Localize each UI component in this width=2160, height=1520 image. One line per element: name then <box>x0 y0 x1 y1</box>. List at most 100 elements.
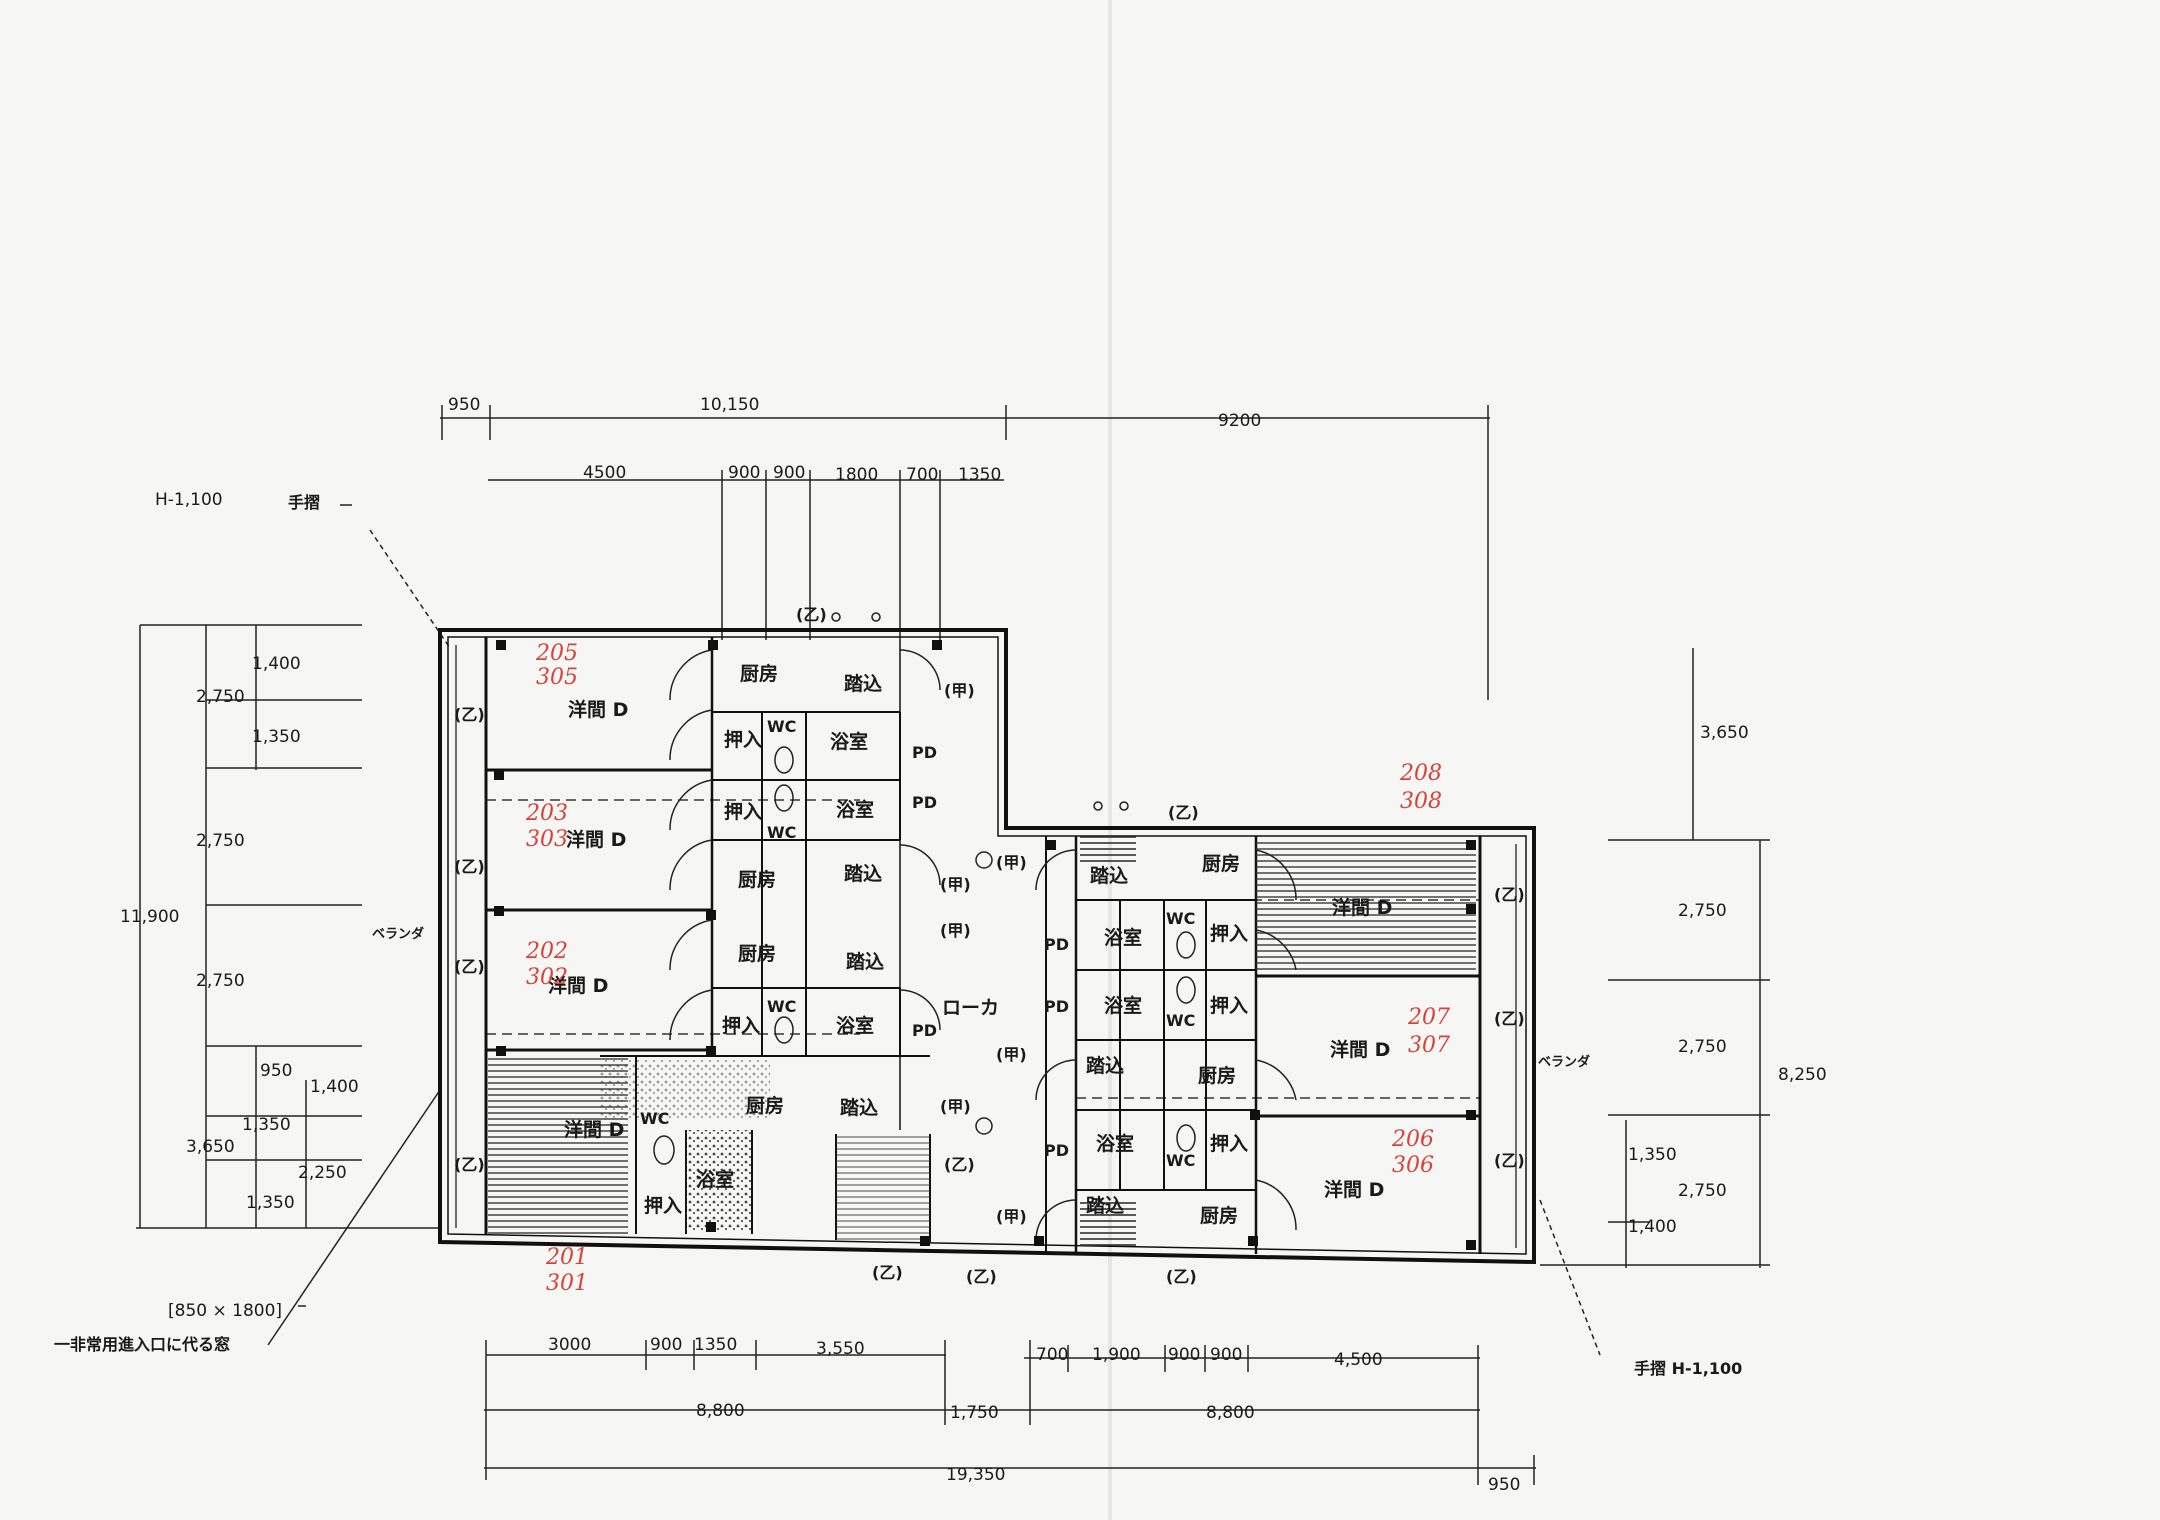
dim-bottom2-4: 4,500 <box>1334 1350 1383 1370</box>
room-number-203: 203 <box>525 801 568 826</box>
dim-right-3: 8,250 <box>1778 1065 1827 1085</box>
dim-bottom2-2: 900 <box>1168 1345 1200 1365</box>
dim-top-inner-2: 900 <box>773 463 805 483</box>
door-b-l4: (乙) <box>454 1155 485 1174</box>
dim-bottom2-0: 700 <box>1036 1345 1068 1365</box>
dim-right-4: 1,350 <box>1628 1145 1677 1165</box>
emergency-window-note: 一非常用進入口に代る窓 <box>54 1335 230 1354</box>
dim-top-1: 10,150 <box>700 395 759 415</box>
room-closet-201: 押入 <box>644 1194 682 1217</box>
door-b-top: (乙) <box>796 605 827 624</box>
dim-bottom1-0: 3000 <box>548 1335 591 1355</box>
door-b-l3: (乙) <box>454 957 485 976</box>
annotation-labels: H-1,100 手摺 手摺 H-1,100 [850 × 1800] 一非常用進… <box>54 490 1742 1378</box>
dim-bottom3-1: 1,750 <box>950 1403 999 1423</box>
dim-top-inner-5: 1350 <box>958 465 1001 485</box>
dim-left-8: 1,350 <box>242 1115 291 1135</box>
veranda-label-right: ベランダ <box>1538 1054 1590 1070</box>
room-wc-208: WC <box>1166 909 1195 928</box>
dim-left-7: 1,400 <box>310 1077 359 1097</box>
dim-bottom4-0: 19,350 <box>946 1465 1005 1485</box>
door-b-l1: (乙) <box>454 705 485 724</box>
dim-left-5: 2,750 <box>196 971 245 991</box>
room-wc-207: WC <box>1166 1011 1195 1030</box>
room-kitchen-205: 厨房 <box>740 662 778 685</box>
dim-left-10: 2,250 <box>298 1163 347 1183</box>
room-kitchen-208: 厨房 <box>1202 852 1240 875</box>
dim-left-11: 1,350 <box>246 1193 295 1213</box>
dim-left-9: 3,650 <box>186 1137 235 1157</box>
room-closet-207: 押入 <box>1210 994 1248 1017</box>
dim-right-1: 2,750 <box>1678 901 1727 921</box>
room-closet-202: 押入 <box>722 1014 760 1037</box>
door-a-6: (甲) <box>940 1097 971 1116</box>
door-a-4: (甲) <box>996 853 1027 872</box>
room-western-207: 洋間 D <box>1330 1038 1390 1061</box>
room-western-202: 洋間 D <box>548 974 608 997</box>
dim-right-6: 1,400 <box>1628 1217 1677 1237</box>
room-number-306: 306 <box>1392 1153 1434 1178</box>
door-b-8: (乙) <box>1168 803 1199 822</box>
room-western-206: 洋間 D <box>1324 1178 1384 1201</box>
room-number-205: 205 <box>535 641 578 666</box>
handrail-height-left: H-1,100 <box>155 490 223 510</box>
room-bath-202: 浴室 <box>836 1014 874 1037</box>
dim-top-0: 950 <box>448 395 480 415</box>
room-number-208: 208 <box>1399 761 1442 786</box>
door-a-3: (甲) <box>940 921 971 940</box>
room-kitchen-206: 厨房 <box>1200 1204 1238 1227</box>
dim-bottom3-0: 8,800 <box>696 1401 745 1421</box>
room-bath-207: 浴室 <box>1104 994 1142 1017</box>
door-b-bottom-2: (乙) <box>966 1267 997 1286</box>
door-b-11: (乙) <box>1494 1151 1525 1170</box>
dim-right-0: 3,650 <box>1700 723 1749 743</box>
room-pd-208: PD <box>1044 935 1069 954</box>
dim-top-inner-1: 900 <box>728 463 760 483</box>
room-western-205: 洋間 D <box>568 698 628 721</box>
door-b-10: (乙) <box>1494 1009 1525 1028</box>
door-b-bottom-3: (乙) <box>1166 1267 1197 1286</box>
handrail-label-left: 手摺 <box>288 493 320 512</box>
dim-left-4: 11,900 <box>120 907 179 927</box>
room-pd-206: PD <box>1044 1141 1069 1160</box>
door-a-2: (甲) <box>940 875 971 894</box>
room-entry-208: 踏込 <box>1090 865 1128 887</box>
dim-bottom4-1: 950 <box>1488 1475 1520 1495</box>
room-number-303: 303 <box>526 827 568 852</box>
dim-bottom2-1: 1,900 <box>1092 1345 1141 1365</box>
room-number-308: 308 <box>1400 789 1442 814</box>
room-bath-203: 浴室 <box>836 798 874 821</box>
room-number-207: 207 <box>1407 1005 1450 1030</box>
room-closet-203: 押入 <box>724 800 762 823</box>
window-size-label: [850 × 1800] <box>168 1301 282 1321</box>
handrail-label-right: 手摺 H-1,100 <box>1634 1359 1742 1378</box>
room-pd-203: PD <box>912 793 937 812</box>
door-b-l2: (乙) <box>454 857 485 876</box>
door-swings <box>669 649 1297 1241</box>
room-western-201: 洋間 D <box>564 1118 624 1141</box>
dim-top-2: 9200 <box>1218 411 1261 431</box>
dim-bottom3-2: 8,800 <box>1206 1403 1255 1423</box>
fixtures <box>653 612 1196 1165</box>
room-number-301: 301 <box>546 1271 588 1296</box>
dim-right-2: 2,750 <box>1678 1037 1727 1057</box>
room-pd-205: PD <box>912 743 937 762</box>
room-bath-205: 浴室 <box>830 730 868 753</box>
room-bath-201: 浴室 <box>696 1168 734 1191</box>
room-numbers: 205 305 203 303 202 302 201 301 208 308 … <box>525 641 1450 1296</box>
door-a-7: (甲) <box>996 1207 1027 1226</box>
dim-top-inner-4: 700 <box>906 465 938 485</box>
corridor-label: ローカ <box>942 997 999 1019</box>
room-closet-206: 押入 <box>1210 1132 1248 1155</box>
room-kitchen-207: 厨房 <box>1198 1064 1236 1087</box>
columns <box>494 640 1476 1250</box>
dim-left-1: 2,750 <box>196 687 245 707</box>
hatched-areas <box>488 836 1476 1248</box>
dim-left-0: 1,400 <box>252 654 301 674</box>
room-wc-205: WC <box>767 717 796 736</box>
room-entry-201: 踏込 <box>840 1097 878 1119</box>
room-number-202: 202 <box>525 939 568 964</box>
dimension-lines <box>136 405 1770 1485</box>
room-labels: 洋間 D 洋間 D 洋間 D 洋間 D 洋間 D 洋間 D 洋間 D 厨房 厨房… <box>548 662 1392 1227</box>
room-entry-206: 踏込 <box>1086 1195 1124 1217</box>
